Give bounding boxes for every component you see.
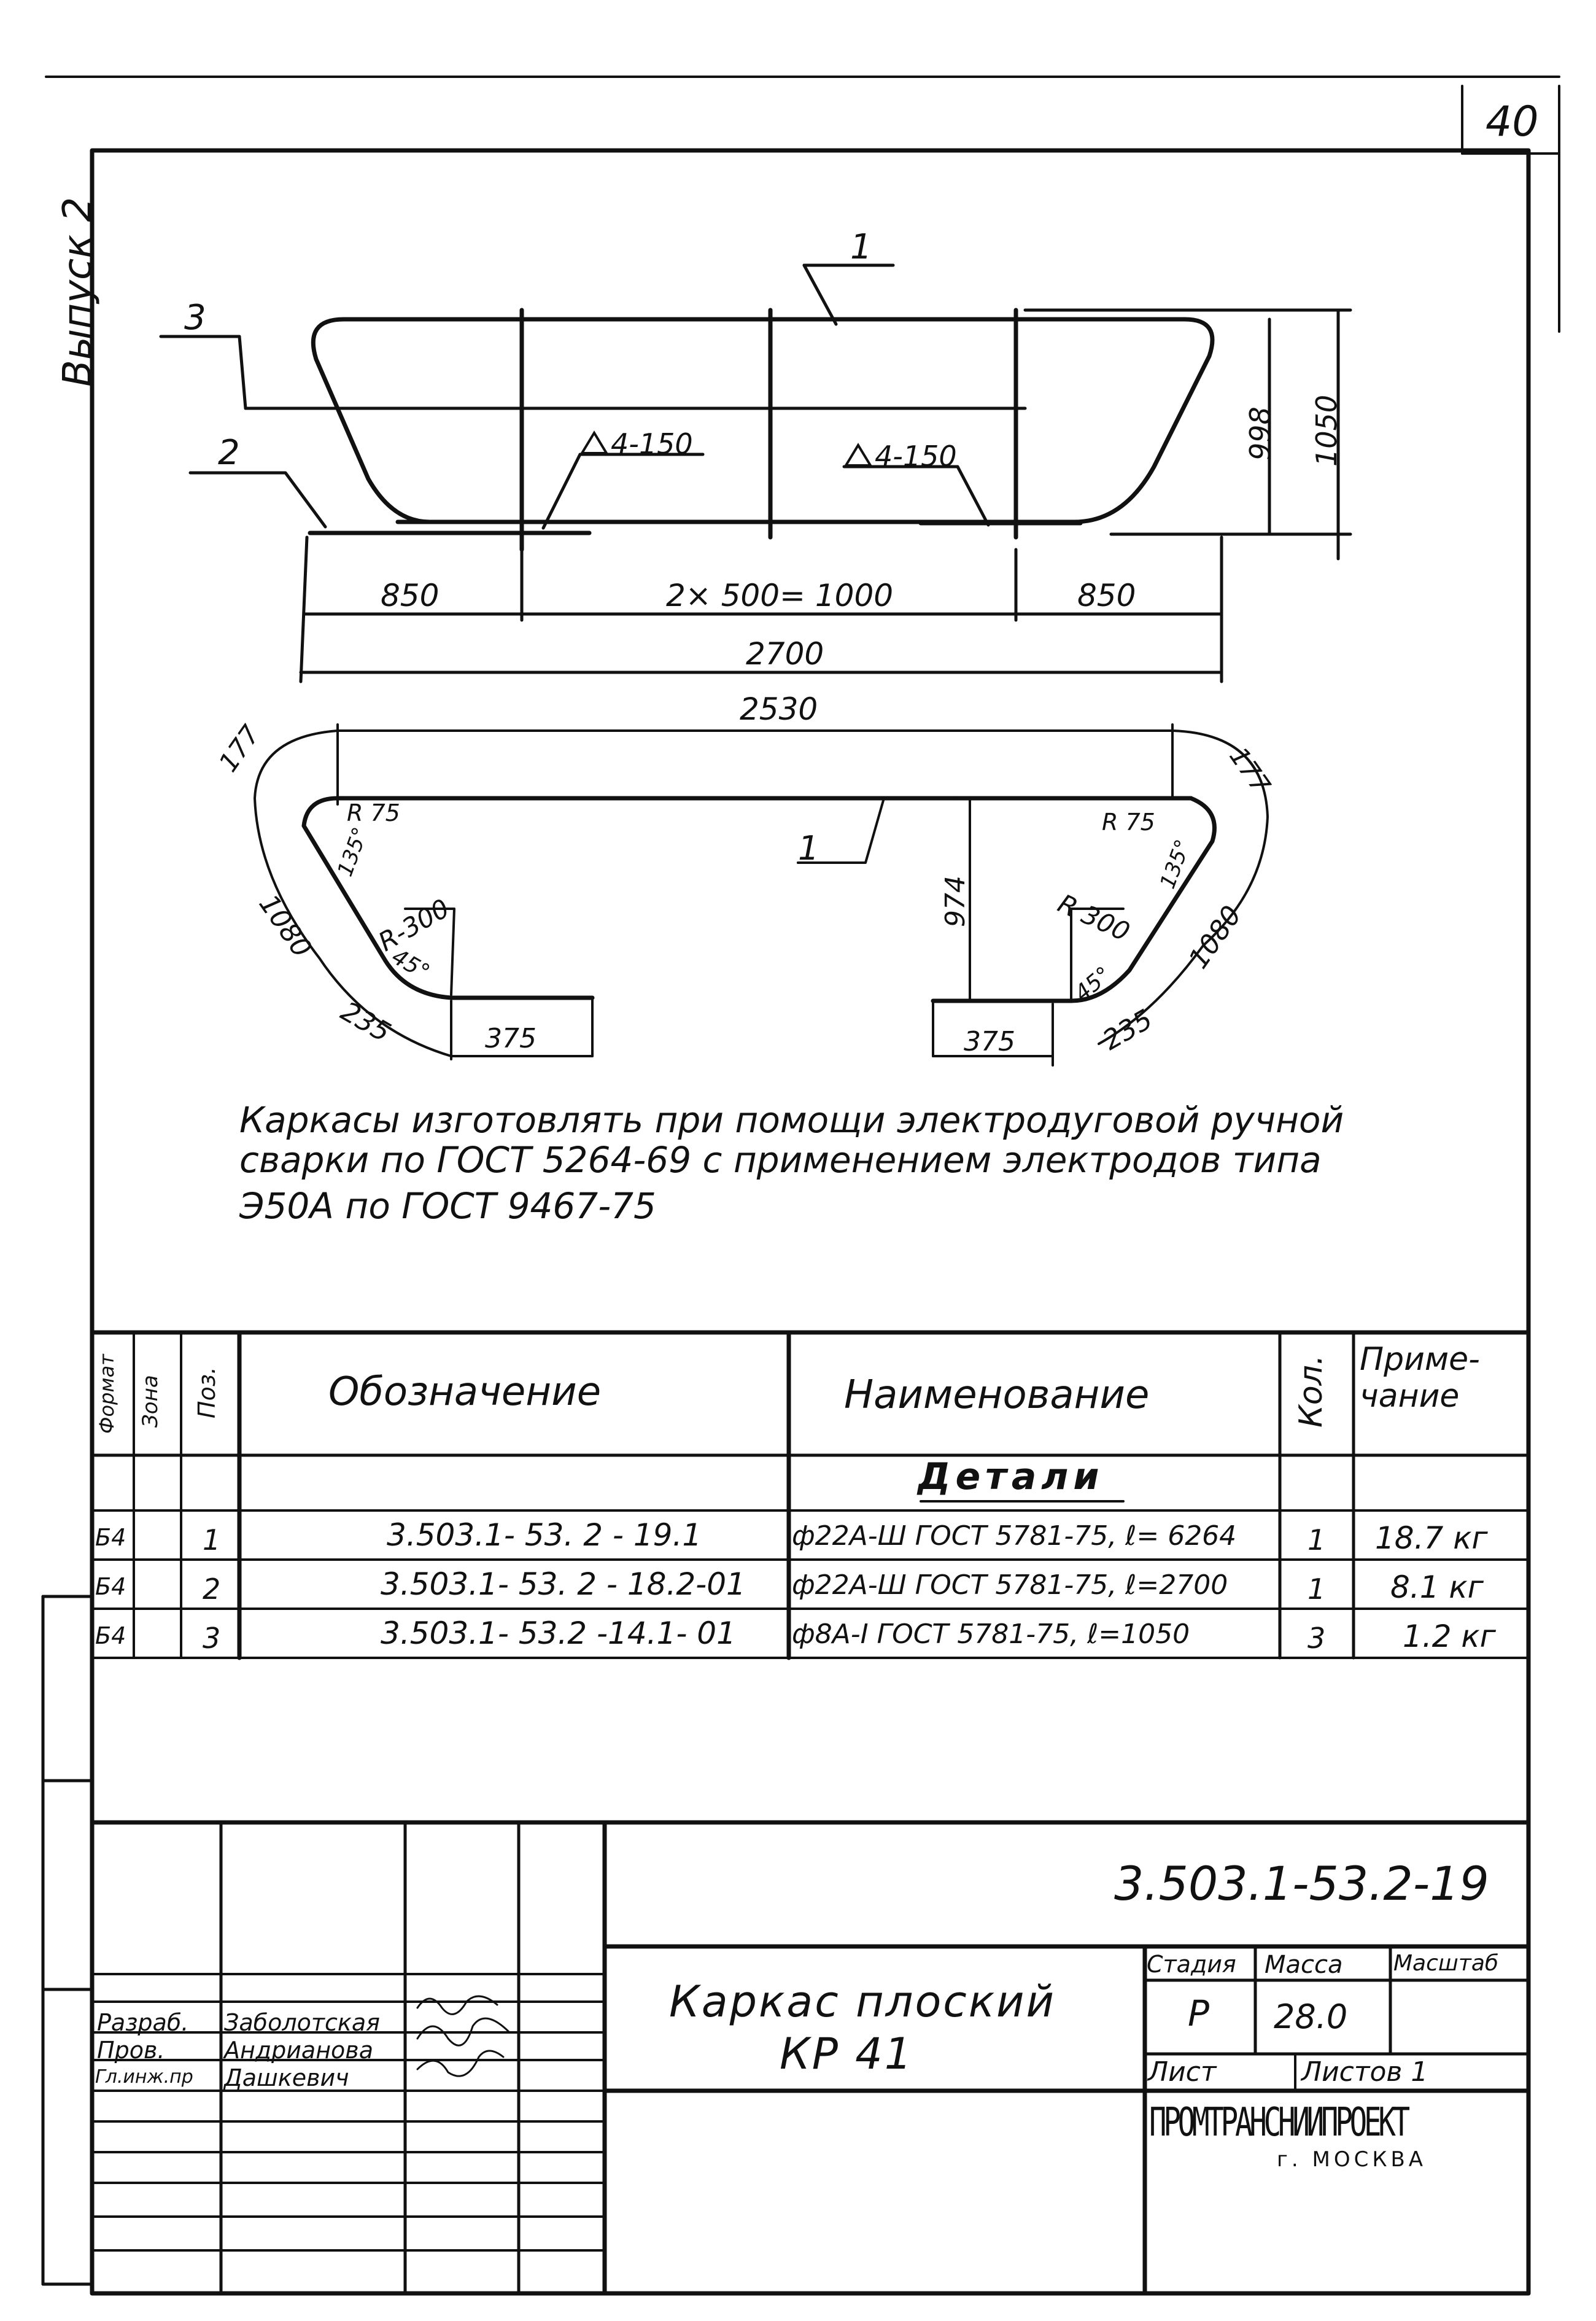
- staff-role-3: Гл.инж.пр: [95, 2066, 193, 2088]
- sheet-label: Лист: [1148, 2056, 1217, 2088]
- row-1-qty: 1: [1307, 1523, 1326, 1557]
- row-1-note: 18.7 кг: [1375, 1520, 1488, 1556]
- organization-name: ПРОМТРАНСНИИПРОЕКТ: [1149, 2100, 1410, 2145]
- dim-right-850: 850: [1077, 578, 1136, 613]
- dim-middle: 2× 500= 1000: [666, 578, 894, 613]
- document-code: 3.503.1-53.2-19: [1114, 1856, 1489, 1911]
- row-2-pos: 2: [203, 1573, 221, 1606]
- header-note: Приме- чание: [1360, 1341, 1480, 1415]
- title-line-2: КР 41: [780, 2029, 914, 2079]
- row-2-format: Б4: [95, 1573, 126, 1600]
- row-3-format: Б4: [95, 1622, 126, 1649]
- weld-label-left: 4-150: [611, 427, 693, 461]
- row-1-name: ф22А-Ш ГОСТ 5781-75, ℓ= 6264: [792, 1520, 1237, 1552]
- dim-height-1050: 1050: [1310, 394, 1343, 467]
- row-3-qty: 3: [1307, 1622, 1326, 1655]
- sheet-number: 40: [1486, 98, 1539, 146]
- header-pos: Поз.: [193, 1366, 220, 1418]
- sheets-label: Листов 1: [1301, 2056, 1428, 2088]
- header-format: Формат: [95, 1354, 118, 1434]
- radius-75-right: R 75: [1102, 809, 1155, 836]
- stage-label: Стадия: [1147, 1951, 1236, 1978]
- row-1-designation: 3.503.1- 53. 2 - 19.1: [387, 1517, 702, 1553]
- note-line-3: Э50А по ГОСТ 9467-75: [239, 1185, 656, 1227]
- row-1-format: Б4: [95, 1524, 126, 1551]
- position-label-1-bottom: 1: [798, 829, 819, 868]
- note-line-1: Каркасы изготовлять при помощи электроду…: [239, 1099, 1344, 1141]
- radius-75-left: R 75: [347, 799, 400, 826]
- dim-2530: 2530: [740, 691, 818, 727]
- position-label-3: 3: [184, 298, 206, 338]
- title-line-1: Каркас плоский: [669, 1977, 1056, 2027]
- height-974: 974: [940, 876, 971, 927]
- stage-value: Р: [1188, 1992, 1209, 2034]
- position-label-2: 2: [218, 433, 240, 473]
- row-3-designation: 3.503.1- 53.2 -14.1- 01: [381, 1615, 736, 1651]
- dim-height-998: 998: [1244, 406, 1277, 461]
- dim-overall: 2700: [746, 636, 824, 672]
- scale-label: Масштаб: [1393, 1951, 1499, 1976]
- row-3-pos: 3: [203, 1622, 221, 1655]
- issue-label: Выпуск 2: [55, 196, 101, 387]
- staff-name-1: Заболотская: [224, 2009, 380, 2036]
- header-name: Наименование: [844, 1372, 1150, 1418]
- mass-label: Масса: [1265, 1951, 1343, 1979]
- row-2-note: 8.1 кг: [1390, 1569, 1484, 1605]
- row-3-name: ф8А-I ГОСТ 5781-75, ℓ=1050: [792, 1619, 1190, 1650]
- foot-375-left: 375: [485, 1023, 537, 1054]
- row-2-designation: 3.503.1- 53. 2 - 18.2-01: [381, 1566, 746, 1602]
- header-qty: Кол.: [1293, 1355, 1330, 1428]
- section-details: Детали: [918, 1455, 1104, 1498]
- staff-name-3: Дашкевич: [224, 2064, 349, 2091]
- note-line-2: сварки по ГОСТ 5264-69 с применением эле…: [239, 1139, 1322, 1181]
- weld-label-right: 4-150: [875, 440, 957, 473]
- header-designation: Обозначение: [328, 1369, 602, 1415]
- staff-role-1: Разраб.: [97, 2009, 189, 2036]
- position-label-1-top: 1: [850, 227, 872, 267]
- header-zone: Зона: [138, 1375, 163, 1428]
- row-2-name: ф22А-Ш ГОСТ 5781-75, ℓ=2700: [792, 1569, 1228, 1601]
- foot-375-right: 375: [964, 1026, 1015, 1057]
- dim-left-850: 850: [381, 578, 440, 613]
- staff-role-2: Пров.: [97, 2037, 165, 2064]
- row-3-note: 1.2 кг: [1403, 1619, 1496, 1654]
- row-2-qty: 1: [1307, 1573, 1326, 1606]
- row-1-pos: 1: [203, 1523, 221, 1557]
- organization-city: г. МОСКВА: [1277, 2147, 1427, 2172]
- mass-value: 28.0: [1274, 1997, 1348, 2036]
- staff-name-2: Андрианова: [224, 2037, 373, 2064]
